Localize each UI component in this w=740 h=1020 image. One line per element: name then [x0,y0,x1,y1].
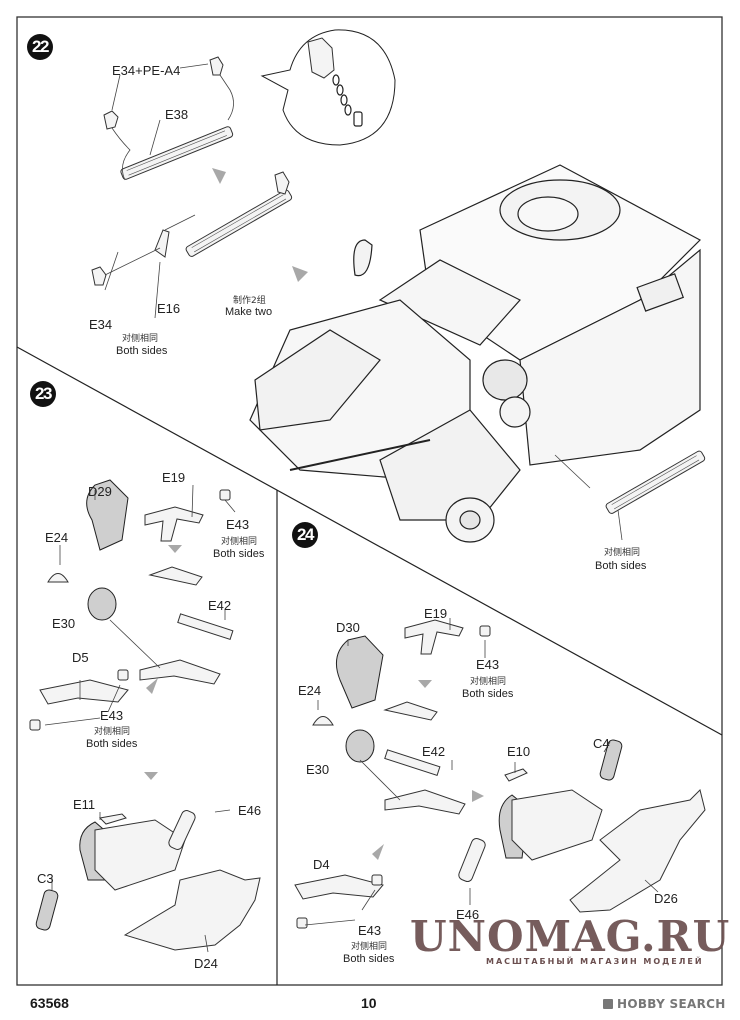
detail-callout-bubble [260,29,396,146]
both-sides-note-top: Both sides [213,548,265,560]
hobby-search-watermark: HOBBY SEARCH [603,997,726,1011]
both-sides-note-cn-bottom: 对侧相同 [351,942,388,952]
part-label-e42: E42 [422,744,446,759]
unomag-watermark: UNOMAG.RU [410,912,731,961]
page-border [16,16,723,986]
vehicle-both-sides-note: Both sides [595,560,647,572]
both-sides-note-cn-bottom: 对侧相同 [94,727,131,737]
part-label-e30: E30 [52,616,76,631]
step24-parts [294,618,491,929]
both-sides-note-cn-top: 对侧相同 [470,677,507,687]
part-label-c4: C4 [593,736,610,751]
part-label-e43-top: E43 [226,517,250,532]
part-label-d24: D24 [194,956,218,971]
part-label-d5: D5 [72,650,89,665]
step23-flow-arrow-3 [144,772,158,780]
both-sides-note: Both sides [116,345,168,357]
make-two-note-cn: 制作2组 [233,296,266,306]
both-sides-note-cn-top: 对侧相同 [221,537,258,547]
unomag-watermark-subtitle: МАСШТАБНЫЙ МАГАЗИН МОДЕЛЕЙ [486,957,704,966]
both-sides-note-cn: 对侧相同 [122,334,159,344]
step24-suspension-assembly [458,739,706,913]
both-sides-note-top: Both sides [462,688,514,700]
step23-flow-arrow-1 [168,545,182,553]
part-label-e43-bottom: E43 [358,923,382,938]
part-label-e42: E42 [208,598,232,613]
step24-flow-arrow-1 [418,680,432,688]
part-label-e24: E24 [45,530,69,545]
both-sides-note-bottom: Both sides [343,953,395,965]
hobby-search-logo-icon [603,999,613,1009]
vehicle-both-sides-note-cn: 对侧相同 [604,548,641,558]
part-label-e46: E46 [456,907,480,922]
step23-suspension-assembly [35,809,261,953]
step23-parts [29,479,236,731]
step22-flow-arrow-1 [212,168,226,184]
step22-lightbar-exploded [103,56,234,181]
step-number-23: 23 [30,381,56,407]
part-label-e19: E19 [424,606,448,621]
make-two-note: Make two [225,306,273,318]
step-number-24: 24 [292,522,318,548]
part-label-d30: D30 [336,620,360,635]
step22-flow-arrow-2 [292,266,308,282]
part-label-e16: E16 [157,301,181,316]
step-number-22: 22 [27,34,53,60]
part-label-d4: D4 [313,857,330,872]
step-divider-diagonal [16,346,723,736]
part-label-e43-bottom: E43 [100,708,124,723]
part-label-c3: C3 [37,871,54,886]
step24-flow-arrow-3 [472,790,484,802]
part-label-e34-pe-a4: E34+PE-A4 [112,63,181,78]
step23-flow-arrow-2 [146,678,158,694]
part-label-e43-top: E43 [476,657,500,672]
both-sides-note-bottom: Both sides [86,738,138,750]
page-number: 10 [361,995,377,1011]
part-label-e34: E34 [89,317,113,332]
part-label-e38: E38 [165,107,189,122]
vehicle-side-step [554,450,706,541]
hobby-search-text: HOBBY SEARCH [617,997,726,1011]
part-label-d29: D29 [88,484,112,499]
step24-flow-arrow-2 [372,844,384,860]
vehicle-hull [249,164,701,543]
part-label-e30: E30 [306,762,330,777]
part-label-e19: E19 [162,470,186,485]
part-label-d26: D26 [654,891,678,906]
part-label-e11: E11 [73,797,96,812]
step22-lightbar-bracket [91,171,293,319]
part-label-e46: E46 [238,803,262,818]
part-label-e10: E10 [507,744,531,759]
product-code: 63568 [30,995,69,1011]
part-label-e24: E24 [298,683,322,698]
